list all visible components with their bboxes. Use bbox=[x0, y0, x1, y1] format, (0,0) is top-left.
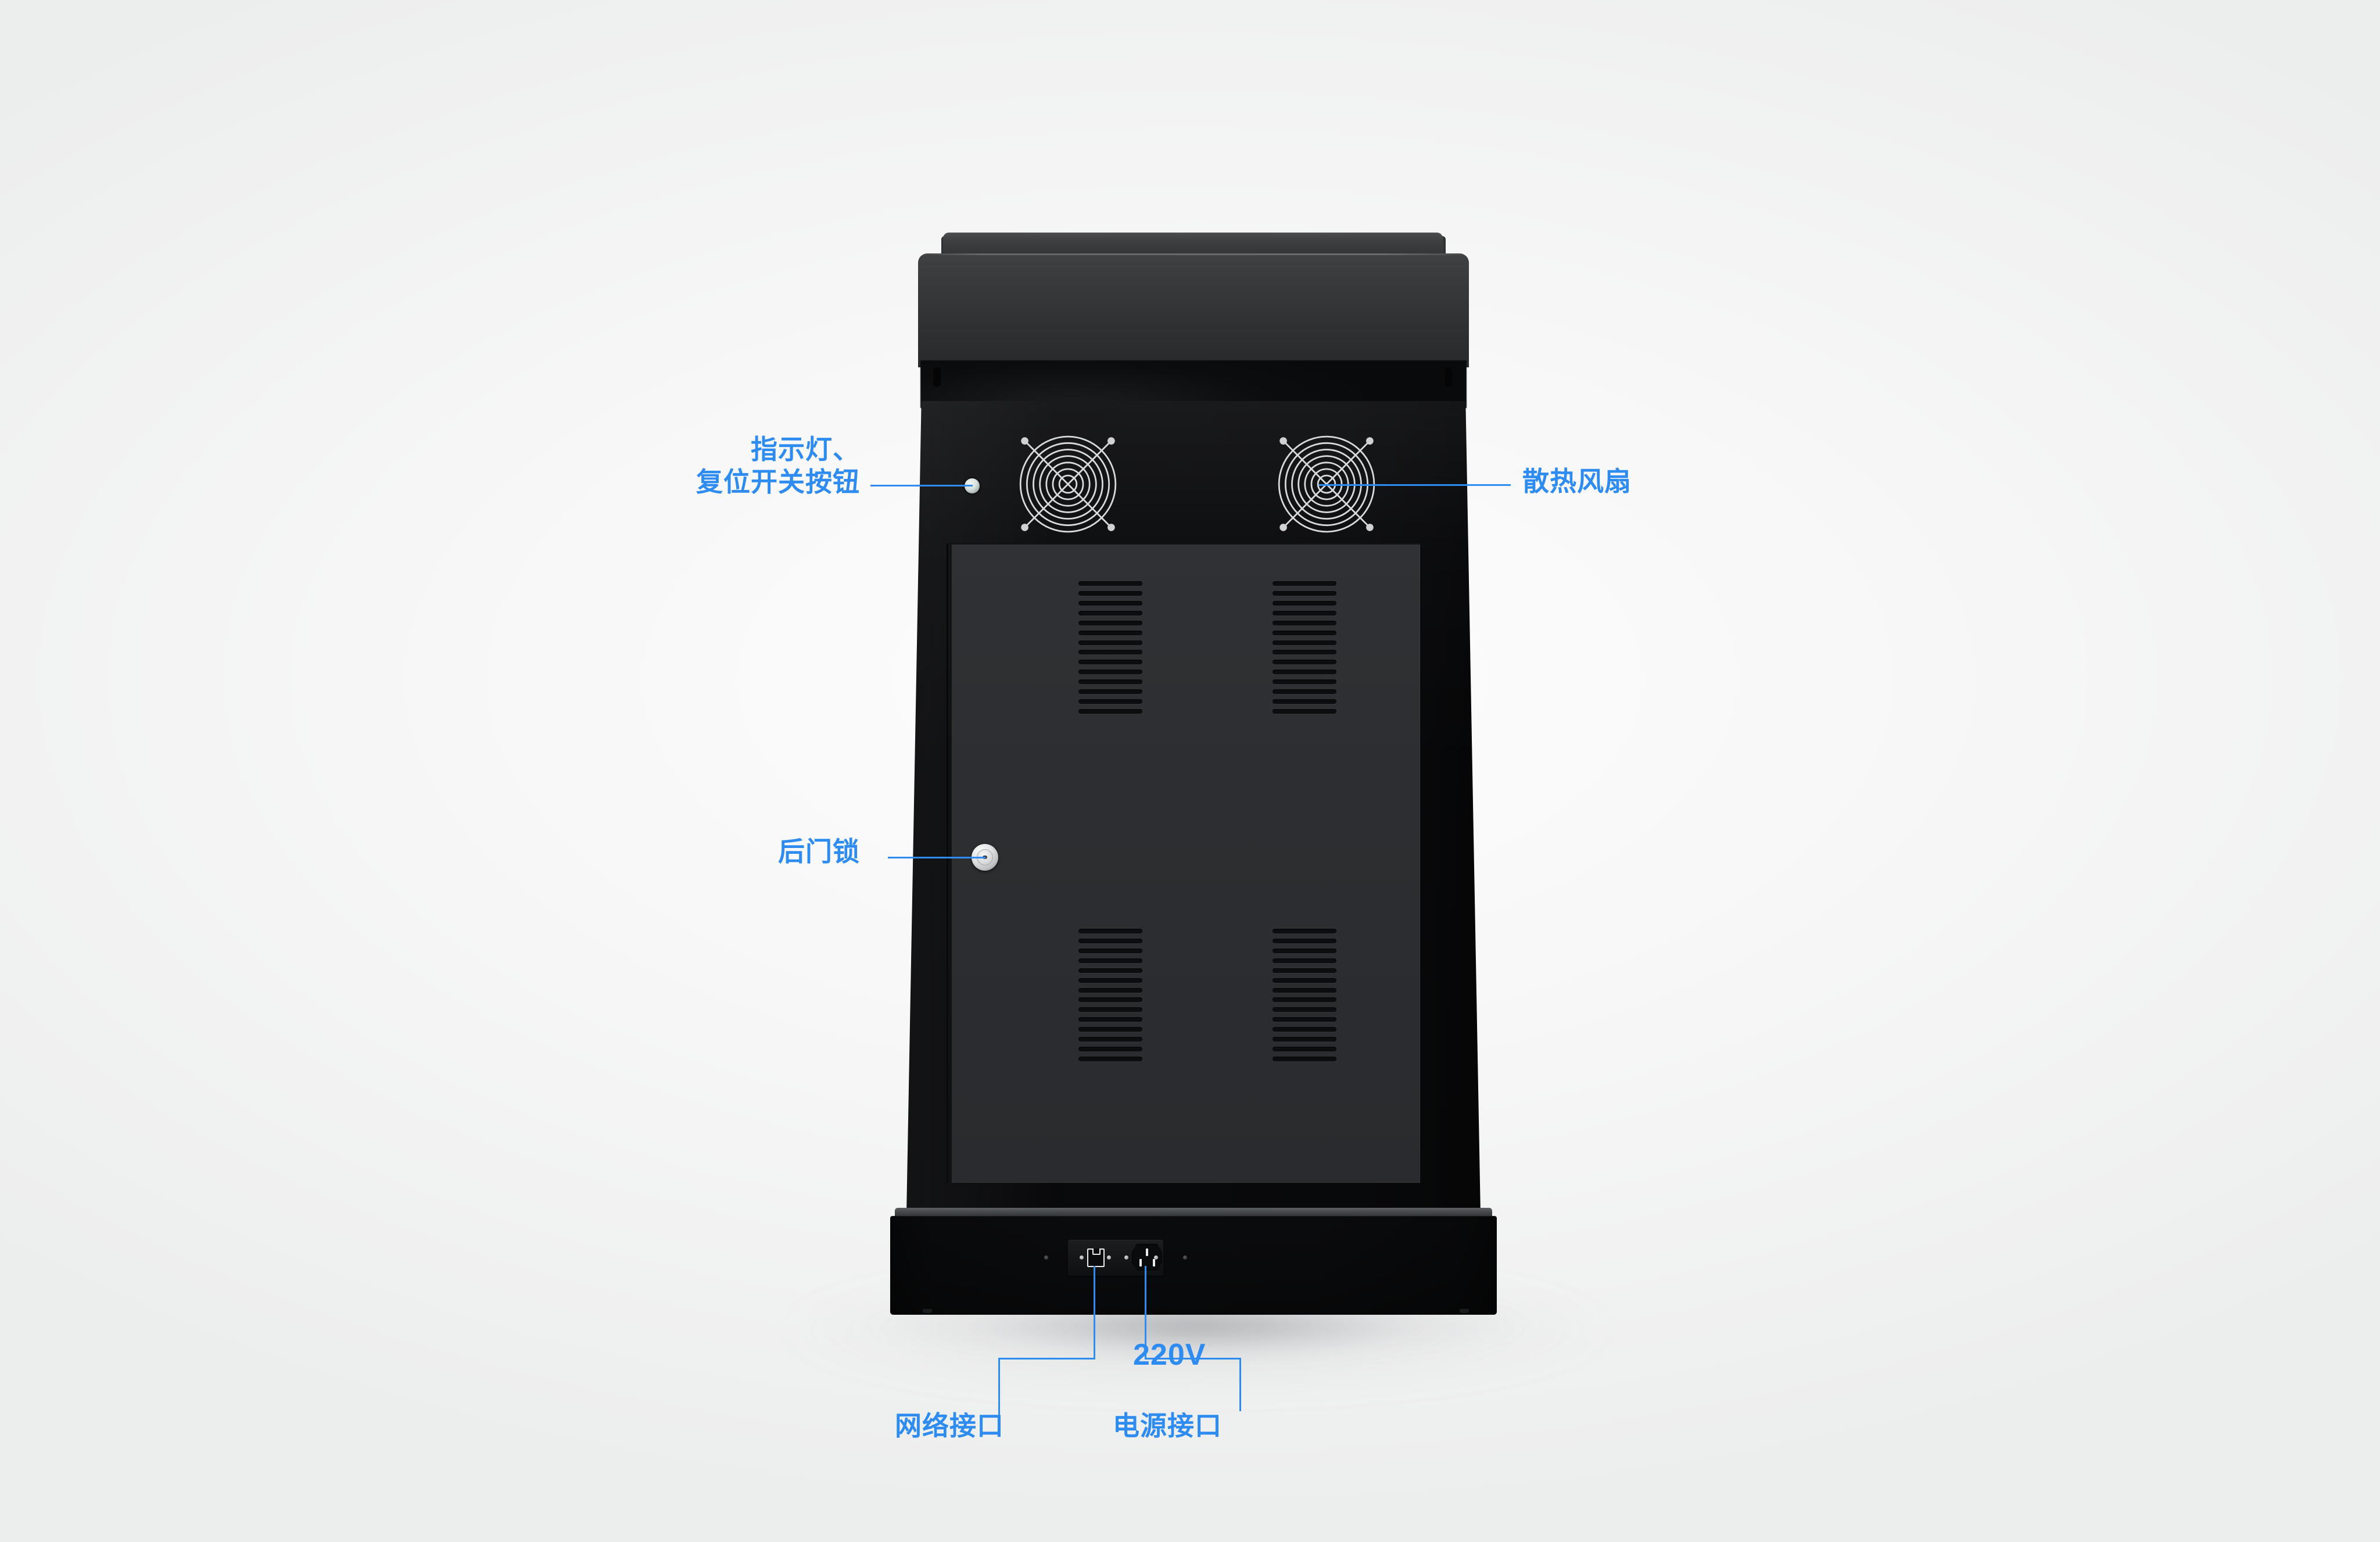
head-recess-band bbox=[920, 360, 1467, 408]
vent-slot bbox=[1273, 591, 1336, 596]
vent-block-bottom-left bbox=[1078, 929, 1142, 1061]
vent-slot bbox=[1078, 630, 1142, 635]
rj45-jack[interactable] bbox=[1087, 1248, 1105, 1267]
vent-slot bbox=[1078, 660, 1142, 665]
annotation-label-cooling-fan: 散热风扇 bbox=[1522, 466, 1632, 496]
vent-slot bbox=[1078, 1027, 1142, 1032]
vent-slot bbox=[1273, 1017, 1336, 1022]
plate-screw-right bbox=[1154, 1255, 1158, 1260]
vent-slot bbox=[1078, 670, 1142, 675]
door-hinge-line bbox=[947, 543, 948, 1183]
vent-slot bbox=[1078, 1017, 1142, 1022]
vent-slot bbox=[1273, 1007, 1336, 1013]
annotation-label-voltage: 220V bbox=[1133, 1338, 1206, 1372]
vent-slot bbox=[1273, 1056, 1336, 1061]
vent-slot bbox=[1273, 670, 1336, 675]
vent-slot bbox=[1078, 978, 1142, 983]
vent-slot bbox=[1078, 958, 1142, 963]
vent-slot bbox=[1078, 1047, 1142, 1052]
vent-slot bbox=[1273, 679, 1336, 685]
vent-slot bbox=[1078, 948, 1142, 953]
plate-screw-outer-left bbox=[1044, 1255, 1048, 1260]
iec-pin-live bbox=[1139, 1259, 1142, 1266]
cooling-fan-left bbox=[1014, 430, 1122, 538]
leader-line-indicator-reset bbox=[870, 485, 973, 486]
vent-slot bbox=[1273, 581, 1336, 586]
leader-line-network-port-vertical-upper bbox=[1094, 1266, 1095, 1359]
plate-screw-outer-right bbox=[1183, 1255, 1187, 1260]
vent-slot bbox=[1078, 610, 1142, 616]
vent-slot bbox=[1273, 699, 1336, 704]
floor-shadow bbox=[860, 1305, 1534, 1375]
vent-slot bbox=[1078, 591, 1142, 596]
vent-slot bbox=[1273, 1047, 1336, 1052]
annotation-label-network-port: 网络接口 bbox=[895, 1411, 1004, 1441]
vent-slot bbox=[1273, 929, 1336, 933]
vent-slot bbox=[1273, 709, 1336, 714]
vent-block-top-left bbox=[1078, 581, 1142, 714]
vent-slot bbox=[1078, 1037, 1142, 1042]
vent-block-top-right bbox=[1273, 581, 1336, 714]
vent-slot bbox=[1078, 689, 1142, 695]
vent-slot bbox=[1273, 600, 1336, 606]
vent-slot bbox=[1273, 988, 1336, 993]
plate-screw-left bbox=[1080, 1255, 1084, 1260]
head-recess-slot-left bbox=[933, 367, 941, 387]
vent-slot bbox=[1078, 988, 1142, 993]
leader-line-network-port-vertical-lower bbox=[998, 1358, 1000, 1419]
top-cap-right-edge bbox=[1440, 236, 1446, 258]
plate-screw-mid-left bbox=[1107, 1255, 1111, 1260]
annotation-label-rear-door-lock: 后门锁 bbox=[778, 836, 860, 867]
base-plinth bbox=[890, 1216, 1497, 1315]
plate-screw-mid-right bbox=[1124, 1255, 1128, 1260]
rear-door-panel[interactable] bbox=[951, 543, 1420, 1183]
vent-slot bbox=[1078, 581, 1142, 586]
vent-slot bbox=[1273, 650, 1336, 655]
base-foot-left bbox=[923, 1309, 932, 1313]
annotation-label-indicator-reset: 指示灯、 复位开关按钮 bbox=[696, 434, 860, 498]
base-foot-right bbox=[1460, 1309, 1469, 1313]
leader-line-power-port-horizontal bbox=[1145, 1358, 1241, 1359]
head-recess-slot-right bbox=[1445, 367, 1452, 387]
vent-slot bbox=[1273, 1037, 1336, 1042]
vent-slot bbox=[1078, 938, 1142, 943]
vent-slot bbox=[1078, 997, 1142, 1003]
vent-slot bbox=[1078, 600, 1142, 606]
vent-slot bbox=[1273, 689, 1336, 695]
iec-pin-ground bbox=[1146, 1248, 1148, 1256]
vent-slot bbox=[1273, 630, 1336, 635]
vent-slot bbox=[1078, 620, 1142, 625]
leader-line-cooling-fan bbox=[1319, 484, 1511, 486]
vent-slot bbox=[1273, 660, 1336, 665]
vent-slot bbox=[1273, 938, 1336, 943]
leader-line-rear-door-lock bbox=[888, 857, 985, 858]
vent-slot bbox=[1078, 929, 1142, 933]
leader-line-power-port-vertical-upper bbox=[1145, 1266, 1146, 1359]
leader-line-network-port-horizontal bbox=[998, 1358, 1095, 1359]
vent-slot bbox=[1273, 948, 1336, 953]
base-top-ridge bbox=[895, 1208, 1492, 1217]
vent-slot bbox=[1078, 709, 1142, 714]
vent-slot bbox=[1078, 968, 1142, 973]
annotation-label-power-port: 电源接口 bbox=[1113, 1411, 1222, 1441]
leader-line-power-port-vertical-lower bbox=[1239, 1358, 1241, 1411]
vent-slot bbox=[1273, 610, 1336, 616]
vent-slot bbox=[1273, 1027, 1336, 1032]
iec-pin-neutral bbox=[1153, 1259, 1155, 1266]
vent-slot bbox=[1078, 1056, 1142, 1061]
vent-slot bbox=[1078, 640, 1142, 645]
head-panel bbox=[918, 253, 1469, 367]
vent-slot bbox=[1273, 958, 1336, 963]
vent-slot bbox=[1273, 620, 1336, 625]
vent-slot bbox=[1078, 650, 1142, 655]
vent-slot bbox=[1273, 978, 1336, 983]
vent-slot bbox=[1078, 1007, 1142, 1013]
vent-slot bbox=[1078, 679, 1142, 685]
vent-slot bbox=[1078, 699, 1142, 704]
vent-block-bottom-right bbox=[1273, 929, 1336, 1061]
vent-slot bbox=[1273, 997, 1336, 1003]
vent-slot bbox=[1273, 640, 1336, 645]
vent-slot bbox=[1273, 968, 1336, 973]
